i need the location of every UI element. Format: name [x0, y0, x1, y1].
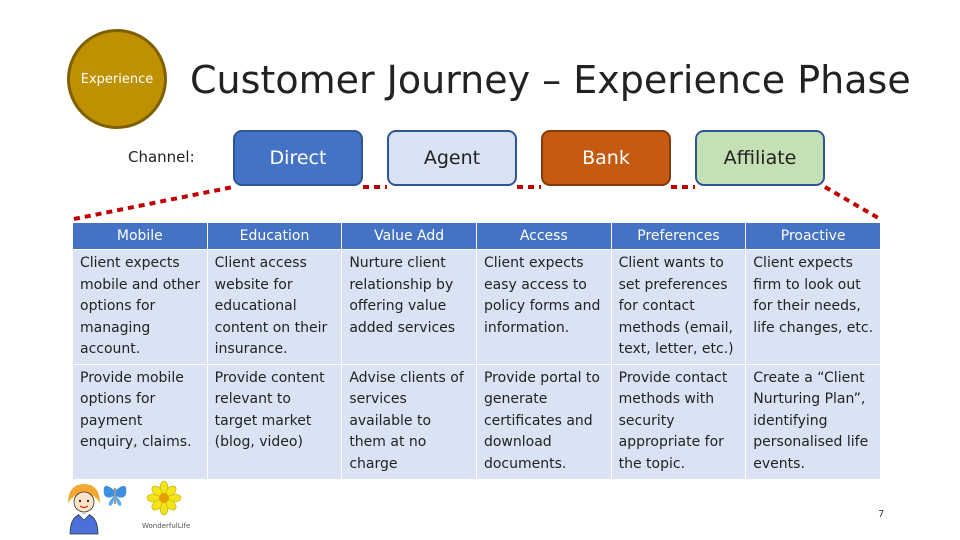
channel-direct: Direct	[233, 130, 363, 186]
column-header: Mobile	[72, 222, 208, 250]
channel-agent-label: Agent	[423, 147, 481, 169]
table-cell: Client expects firm to look out for thei…	[745, 249, 881, 365]
brand-logo: WonderfulLife	[68, 480, 190, 535]
table-cell: Client expects mobile and other options …	[72, 249, 208, 365]
table-row: Provide mobile options for payment enqui…	[72, 363, 881, 480]
table-cell: Client access website for educational co…	[206, 249, 343, 365]
badge-label: Experience	[80, 71, 154, 87]
table-cell: Provide portal to generate certificates …	[475, 363, 612, 480]
table-cell: Advise clients of services available to …	[341, 363, 477, 480]
experience-badge: Experience	[67, 29, 167, 129]
page-number: 7	[878, 509, 885, 520]
column-header: Proactive	[745, 222, 881, 250]
channel-bank-label: Bank	[582, 147, 630, 169]
woman-cartoon-icon	[68, 484, 100, 535]
column-header: Preferences	[610, 222, 747, 250]
column-header: Access	[475, 222, 612, 250]
table-cell: Create a “Client Nurturing Plan”, identi…	[745, 363, 881, 480]
table-header-row: Mobile Education Value Add Access Prefer…	[72, 222, 881, 250]
channel-bank: Bank	[541, 130, 671, 186]
table-cell: Provide mobile options for payment enqui…	[72, 363, 208, 480]
table-cell: Nurture client relationship by offering …	[341, 249, 477, 365]
right-dashed-connector	[823, 185, 882, 221]
table-row: Client expects mobile and other options …	[72, 249, 881, 365]
svg-text:WonderfulLife: WonderfulLife	[142, 522, 190, 530]
column-header: Education	[206, 222, 343, 250]
table-cell: Client expects easy access to policy for…	[475, 249, 612, 365]
channel-affiliate: Affiliate	[695, 130, 825, 186]
journey-table: Mobile Education Value Add Access Prefer…	[72, 222, 881, 480]
flower-icon: WonderfulLife	[142, 480, 190, 530]
table-cell: Provide contact methods with security ap…	[610, 363, 747, 480]
butterfly-icon	[103, 485, 127, 506]
channel-affiliate-label: Affiliate	[723, 147, 797, 169]
channel-agent: Agent	[387, 130, 517, 186]
channel-direct-label: Direct	[269, 147, 327, 169]
page-title: Customer Journey – Experience Phase	[190, 58, 911, 102]
left-dashed-connector	[73, 185, 234, 221]
channel-label: Channel:	[128, 148, 195, 166]
table-cell: Provide content relevant to target marke…	[206, 363, 343, 480]
column-header: Value Add	[341, 222, 477, 250]
table-cell: Client wants to set preferences for cont…	[610, 249, 747, 365]
